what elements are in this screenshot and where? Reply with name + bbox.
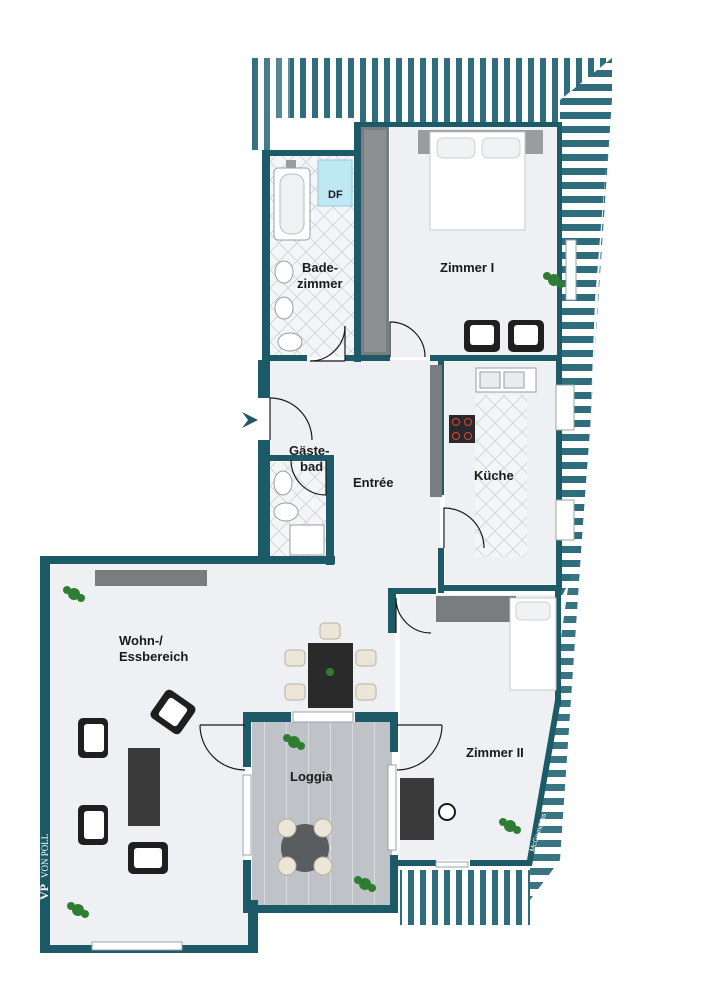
furniture bbox=[78, 127, 557, 876]
single-bed-icon bbox=[509, 597, 557, 691]
sink-icon bbox=[273, 470, 293, 496]
armchair-icon bbox=[78, 805, 108, 845]
label-badezimmer-1: Bade- bbox=[302, 260, 338, 275]
label-df: DF bbox=[328, 189, 343, 201]
plant-icon bbox=[354, 876, 376, 892]
armchair-icon bbox=[78, 718, 108, 758]
shower-icon bbox=[317, 159, 353, 207]
coffee-table-icon bbox=[128, 748, 160, 826]
toilet-icon bbox=[273, 502, 299, 522]
logo-name: VON POLL bbox=[40, 834, 50, 878]
label-gaestebad-2: bad bbox=[300, 459, 323, 474]
wardrobe bbox=[436, 596, 516, 622]
double-bed-icon bbox=[418, 130, 543, 231]
terrace-top bbox=[250, 58, 612, 150]
label-gaestebad-1: Gäste- bbox=[289, 443, 329, 458]
terrace-right-lower bbox=[560, 430, 590, 600]
label-wohn-2: Essbereich bbox=[119, 649, 188, 664]
kitchen-counter bbox=[430, 365, 442, 497]
tv-bench bbox=[95, 570, 207, 586]
plants bbox=[63, 272, 565, 918]
plant-icon bbox=[499, 818, 521, 834]
armchair-icon bbox=[464, 320, 500, 352]
windows bbox=[91, 239, 577, 951]
toilet-icon bbox=[277, 332, 303, 352]
label-zimmer-1: Zimmer I bbox=[440, 260, 494, 275]
plant-icon bbox=[543, 272, 565, 288]
label-badezimmer-2: zimmer bbox=[297, 276, 343, 291]
plant-icon bbox=[283, 734, 305, 750]
terrace-right bbox=[560, 58, 612, 430]
plant-icon bbox=[63, 586, 85, 602]
label-kueche: Küche bbox=[474, 468, 514, 483]
kitchen-sink-icon bbox=[475, 367, 537, 393]
room-labels: Bade- zimmer DF Zimmer I Gäste- bad Entr… bbox=[119, 189, 524, 784]
plant-icon bbox=[67, 902, 89, 918]
bathtub-icon bbox=[273, 160, 311, 241]
stove-icon bbox=[449, 415, 475, 443]
label-loggia: Loggia bbox=[290, 769, 333, 784]
logo-mark: VP bbox=[37, 884, 51, 900]
sink-icon bbox=[274, 260, 294, 320]
armchair-icon bbox=[150, 689, 196, 735]
label-wohn-1: Wohn-/ bbox=[119, 633, 163, 648]
armchair-icon bbox=[128, 842, 168, 874]
label-zimmer-2: Zimmer II bbox=[466, 745, 524, 760]
round-table-icon bbox=[277, 818, 333, 876]
entrance-arrow-icon bbox=[242, 412, 258, 428]
armchair-icon bbox=[508, 320, 544, 352]
shower-icon bbox=[289, 524, 325, 556]
walls bbox=[40, 122, 562, 953]
terrace-bottom bbox=[400, 870, 530, 925]
plant-icon bbox=[326, 668, 334, 676]
doors bbox=[199, 321, 485, 771]
desk-icon bbox=[400, 778, 456, 840]
label-entree: Entrée bbox=[353, 475, 393, 490]
